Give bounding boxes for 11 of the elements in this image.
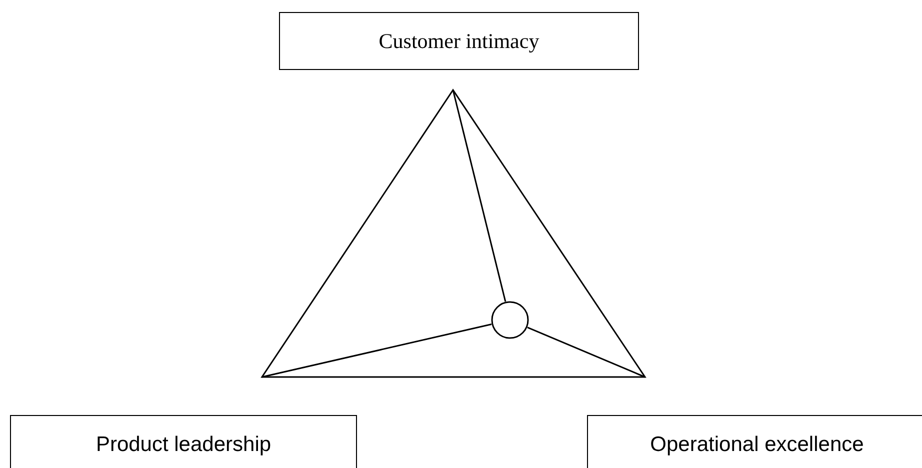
- connector-line: [452, 90, 506, 302]
- strategy-box: [587, 415, 922, 468]
- box-label: Product leadership: [96, 433, 272, 457]
- triangle-shape: [262, 90, 645, 377]
- circle-node: [491, 301, 529, 339]
- box-label: Operational excellence: [650, 433, 864, 457]
- connector-line: [262, 324, 492, 378]
- strategy-box: [10, 415, 357, 468]
- connector-line: [527, 326, 646, 378]
- strategy-box: [279, 12, 639, 70]
- box-label: Customer intimacy: [378, 28, 540, 54]
